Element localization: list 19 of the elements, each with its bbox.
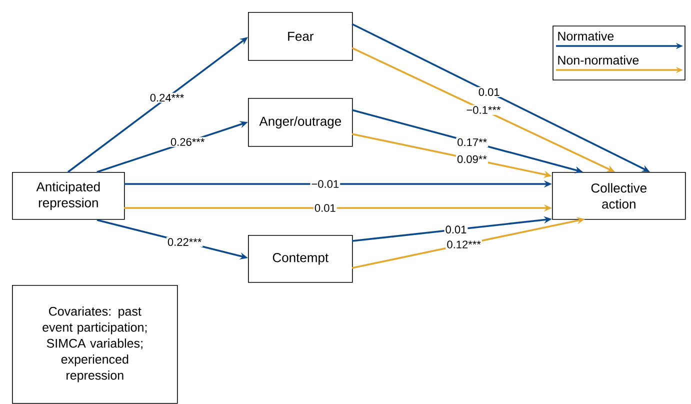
edge-label: 0.24***: [148, 92, 186, 103]
edge-label: 0.12***: [446, 240, 482, 250]
edge-label: 0.09**: [456, 154, 488, 164]
edge-label: −0.01: [310, 179, 340, 189]
box: Collective action: [552, 172, 686, 220]
box: Fear: [248, 12, 353, 61]
box: Anger/outrage: [248, 98, 353, 147]
edge-label: 0.26***: [169, 137, 206, 147]
edge-label: 0.01: [477, 87, 501, 97]
legend-label: Normative: [558, 31, 614, 41]
legend-label: Non-normative: [558, 55, 639, 65]
edge-label: 0.17**: [456, 137, 488, 148]
edge-label: −0.1***: [465, 105, 502, 115]
note-box: Covariates: past event participation; SIMCA variables; experienced repression: [12, 285, 178, 404]
box: Contempt: [248, 235, 353, 283]
edge-label: 0.01: [313, 203, 337, 213]
box: Anticipated repression: [12, 172, 125, 220]
edge-label: 0.22***: [166, 237, 203, 247]
edge-label: 0.01: [444, 224, 468, 234]
